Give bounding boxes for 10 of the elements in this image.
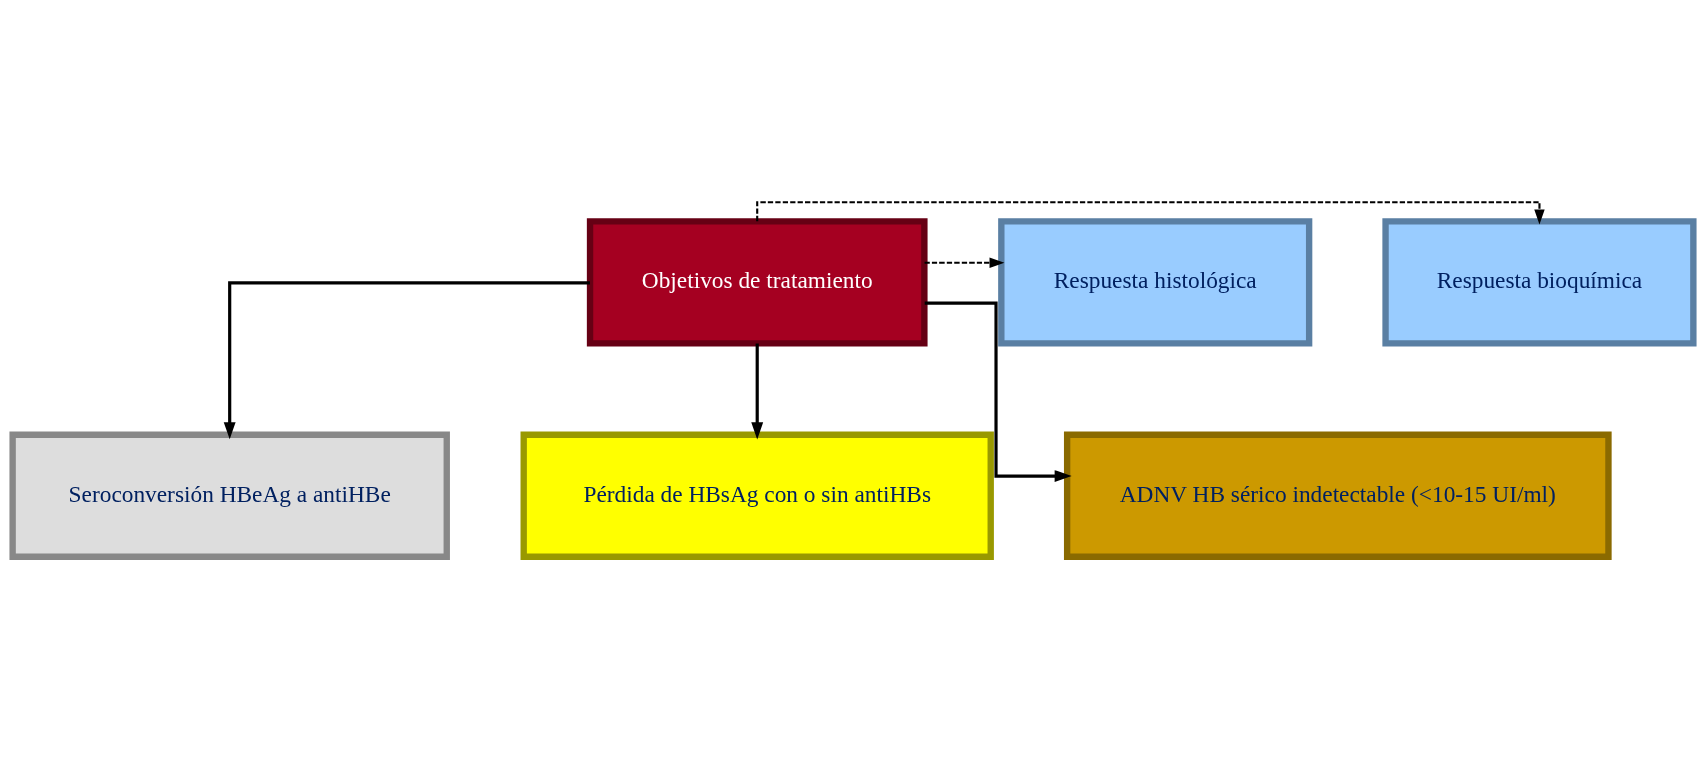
node-box: Respuesta histológica [998, 217, 1313, 347]
node-box: ADNV HB sérico indetectable (<10-15 UI/ml) [1063, 431, 1612, 560]
arrow [751, 343, 764, 439]
node-box: Seroconversión HBeAg a antiHBe [9, 431, 450, 560]
arrow [924, 257, 1005, 268]
arrow [223, 280, 590, 439]
node-box: Objetivos de tratamiento [586, 217, 928, 347]
node-box: Pérdida de HBsAg con o sin antiHBs [520, 431, 994, 560]
node-box: Respuesta bioquímica [1382, 217, 1697, 347]
arrow [924, 301, 1072, 482]
